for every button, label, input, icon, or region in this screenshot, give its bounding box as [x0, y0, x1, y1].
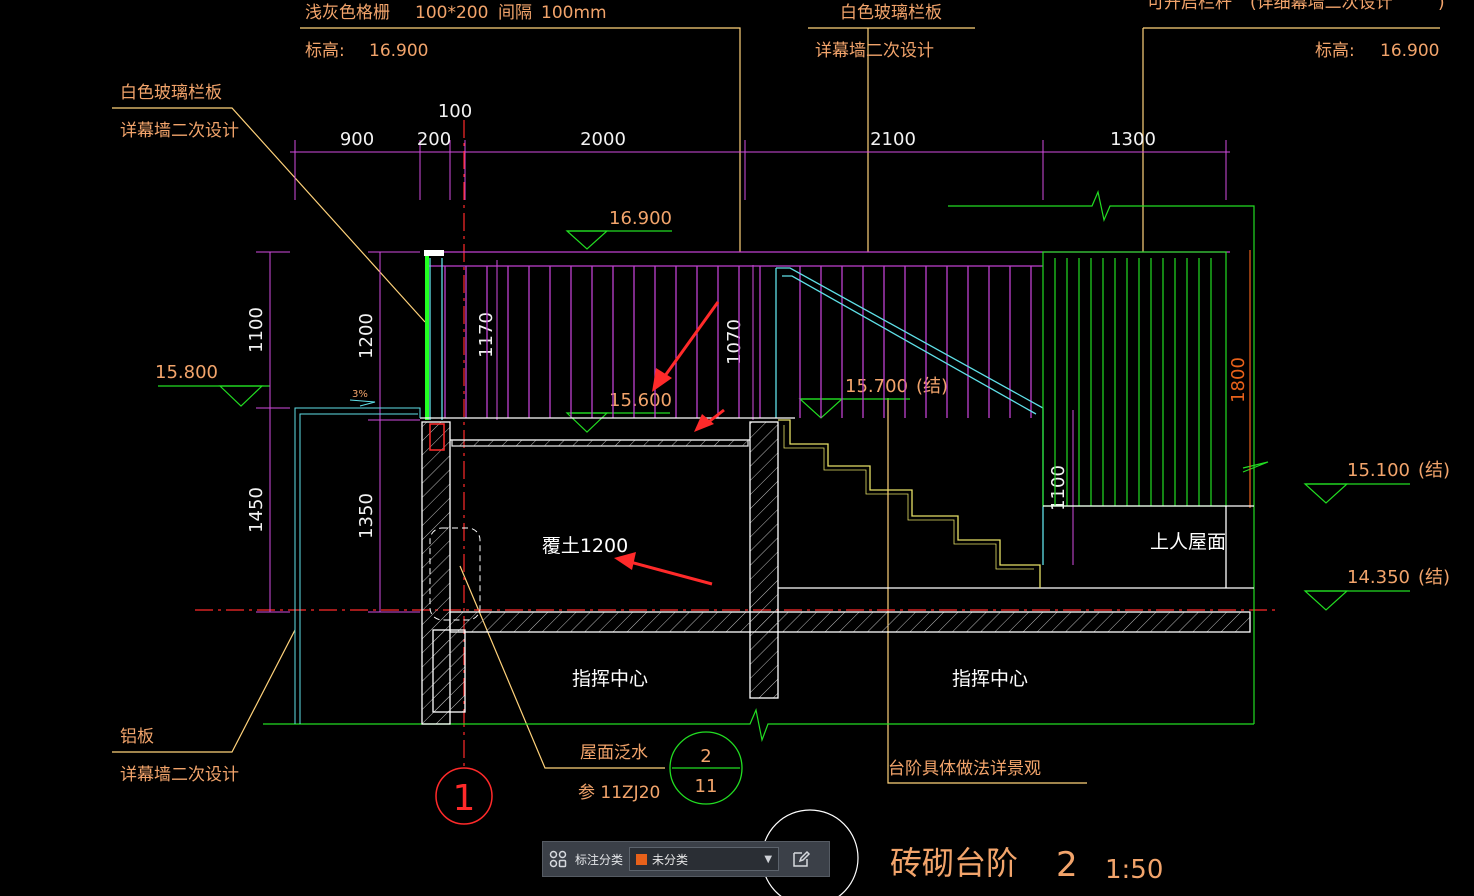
elev-15100: 15.100 — [1347, 460, 1410, 481]
dim-top-200: 200 — [417, 129, 451, 150]
top-grille-text: 浅灰色格栅 — [305, 3, 390, 23]
title-number: 2 — [1056, 845, 1078, 885]
elev-15700-suffix: (结) — [916, 376, 948, 397]
dim-1200: 1200 — [356, 313, 377, 359]
elev-14350: 14.350 — [1347, 567, 1410, 588]
dim-1100-right: 1100 — [1048, 465, 1069, 511]
dim-1100-left: 1100 — [246, 307, 267, 353]
flashing-mark — [429, 423, 445, 451]
dim-top-2000: 2000 — [580, 129, 626, 150]
openable-railing — [1042, 251, 1227, 507]
railing — [428, 251, 1230, 418]
detail-ref-bubble — [669, 731, 743, 805]
grid-icon[interactable] — [543, 842, 573, 876]
top-right-paren: ) — [1438, 0, 1445, 13]
category-select-value: 未分类 — [652, 852, 689, 867]
annotation-toolbar: 标注分类 未分类 ▼ — [542, 841, 830, 877]
toolbar-label: 标注分类 — [575, 852, 624, 867]
elev-14350-suffix: (结) — [1418, 567, 1450, 588]
glass-panel — [425, 256, 429, 420]
stair-handrail — [429, 258, 1044, 565]
top-grille-gap-value: 100mm — [541, 3, 607, 23]
dim-1450: 1450 — [246, 487, 267, 533]
stair-steps — [778, 419, 1041, 588]
left-glass-note: 详幕墙二次设计 — [120, 121, 239, 141]
dim-1070: 1070 — [724, 319, 745, 365]
top-glass-note: 详幕墙二次设计 — [815, 41, 934, 61]
top-callout-leaders — [112, 27, 1440, 784]
roof-access-label: 上人屋面 — [1150, 531, 1226, 553]
top-right-elev-label: 标高: — [1315, 41, 1355, 61]
title-scale: 1:50 — [1105, 855, 1163, 885]
soil-label: 覆土1200 — [542, 535, 628, 557]
top-grille-size: 100*200 — [415, 3, 488, 23]
top-right-partial-note: (详细幕墙二次设计 — [1250, 0, 1393, 13]
wall-cladding — [294, 399, 421, 724]
vertical-dimensions — [256, 251, 1074, 613]
roof-flashing-text: 屋面泛水 — [580, 743, 648, 763]
top-right-partial: 可开启栏杆 — [1147, 0, 1232, 13]
glass-cap — [424, 250, 444, 256]
top-right-elev-value: 16.900 — [1380, 41, 1439, 61]
dim-1350: 1350 — [356, 493, 377, 539]
aluminum-text: 铝板 — [120, 727, 154, 747]
title-name: 砖砌台阶 — [890, 844, 1018, 882]
planter-drain-dash — [429, 527, 481, 621]
elevation-markers — [158, 190, 1410, 743]
dim-top-900: 900 — [340, 129, 374, 150]
dim-1800: 1800 — [1228, 357, 1249, 403]
elev-15800: 15.800 — [155, 362, 218, 383]
room-right-label: 指挥中心 — [952, 668, 1028, 690]
top-glass-text: 白色玻璃栏板 — [840, 3, 942, 23]
axis-bubble-label: 1 — [453, 778, 476, 819]
aluminum-note: 详幕墙二次设计 — [120, 765, 239, 785]
top-left-elev-value: 16.900 — [369, 41, 428, 61]
dim-top-2100: 2100 — [870, 129, 916, 150]
stair-note: 台阶具体做法详景观 — [888, 759, 1041, 779]
slope-label: 3% — [352, 389, 368, 400]
detail-ref-bottom: 11 — [695, 776, 718, 797]
dim-top-100: 100 — [438, 101, 472, 122]
roof-flashing-ref: 参 11ZJ20 — [578, 783, 660, 803]
category-select[interactable]: 未分类 ▼ — [629, 847, 780, 871]
left-glass-text: 白色玻璃栏板 — [120, 83, 222, 103]
structure — [420, 417, 1254, 725]
elev-15600: 15.600 — [609, 390, 672, 411]
elev-16900: 16.900 — [609, 208, 672, 229]
chevron-down-icon: ▼ — [764, 853, 773, 865]
dim-top-1300: 1300 — [1110, 129, 1156, 150]
annotation-arrows — [614, 301, 725, 586]
edit-icon[interactable] — [783, 842, 819, 876]
top-left-elev-label: 标高: — [305, 41, 345, 61]
category-color-swatch — [636, 853, 648, 865]
top-dimension-chain — [290, 140, 1230, 200]
detail-ref-top: 2 — [700, 746, 711, 767]
axis-bubble — [435, 767, 493, 825]
elev-15100-suffix: (结) — [1418, 460, 1450, 481]
room-left-label: 指挥中心 — [572, 668, 648, 690]
elev-15700: 15.700 — [845, 376, 908, 397]
top-grille-gap: 间隔 — [498, 3, 532, 23]
